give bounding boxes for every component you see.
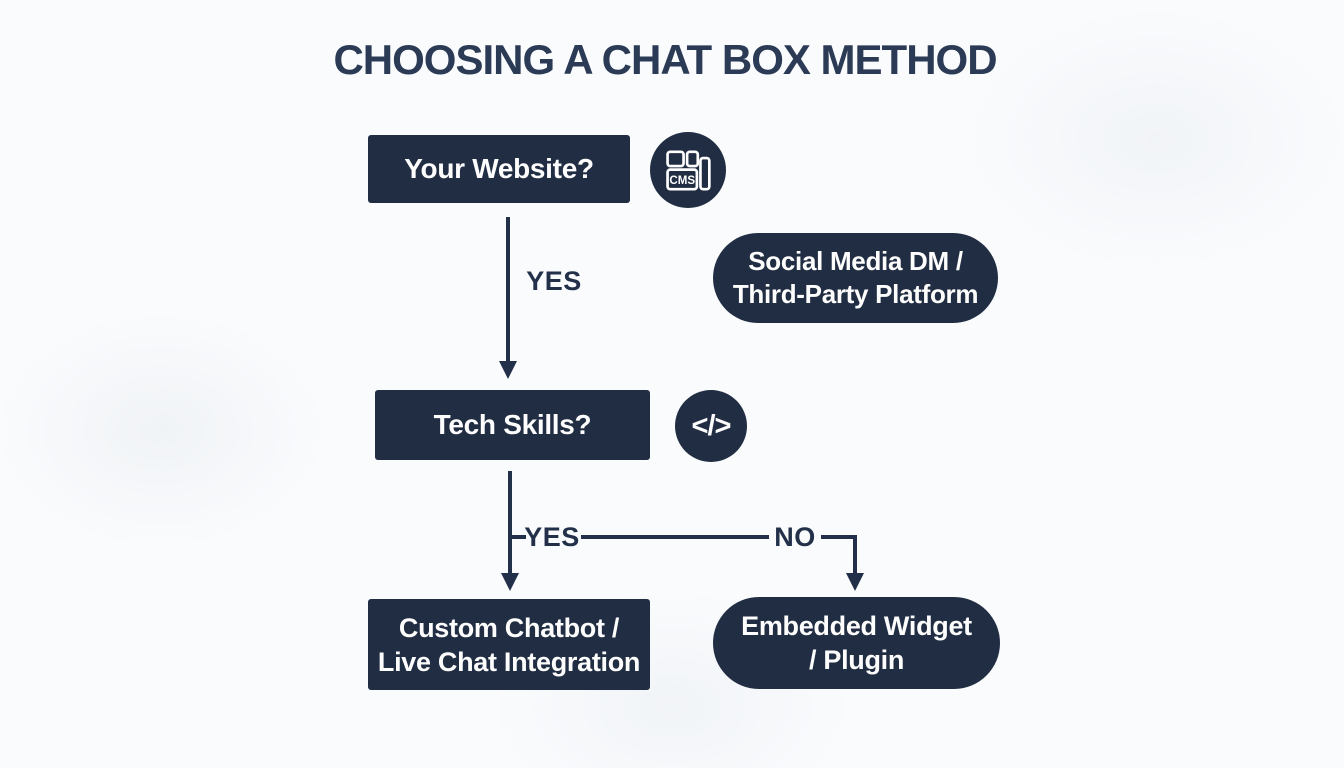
cms-icon-block-right-tall: [699, 156, 711, 190]
node-your-website-label: Your Website?: [404, 153, 594, 184]
cms-icon-block-bottom: [666, 167, 699, 190]
node-embedded-widget-line1: Embedded Widget: [741, 611, 972, 641]
edge-label-skills-no: NO: [774, 522, 816, 552]
page-title: CHOOSING A CHAT BOX METHOD: [333, 36, 997, 83]
cms-icon-block-top-right: [685, 149, 700, 167]
node-tech-skills: Tech Skills?: [375, 390, 650, 460]
node-custom-chatbot-line1: Custom Chatbot /: [398, 612, 620, 643]
edge-label-website-yes: YES: [526, 266, 582, 296]
cms-icon: CMS: [650, 132, 726, 208]
code-icon-glyph: </>: [691, 409, 732, 442]
node-social-media-line2: Third-Party Platform: [732, 279, 979, 309]
cms-icon-block-top-left: [666, 149, 685, 167]
node-your-website: Your Website?: [368, 135, 630, 203]
code-icon: </>: [675, 390, 747, 462]
cms-icon-label: CMS: [669, 174, 695, 186]
edge-label-skills-yes: YES: [524, 522, 580, 552]
node-custom-chatbot: Custom Chatbot / Live Chat Integration: [368, 599, 650, 690]
node-custom-chatbot-line2: Live Chat Integration: [377, 646, 641, 677]
node-social-media-line1: Social Media DM /: [748, 246, 963, 276]
node-embedded-widget: Embedded Widget / Plugin: [713, 597, 1000, 689]
node-embedded-widget-line2: / Plugin: [808, 645, 905, 675]
node-social-media-dm: Social Media DM / Third-Party Platform: [713, 233, 998, 323]
node-tech-skills-label: Tech Skills?: [433, 409, 592, 440]
arrow-website-to-techskills: [499, 217, 517, 379]
